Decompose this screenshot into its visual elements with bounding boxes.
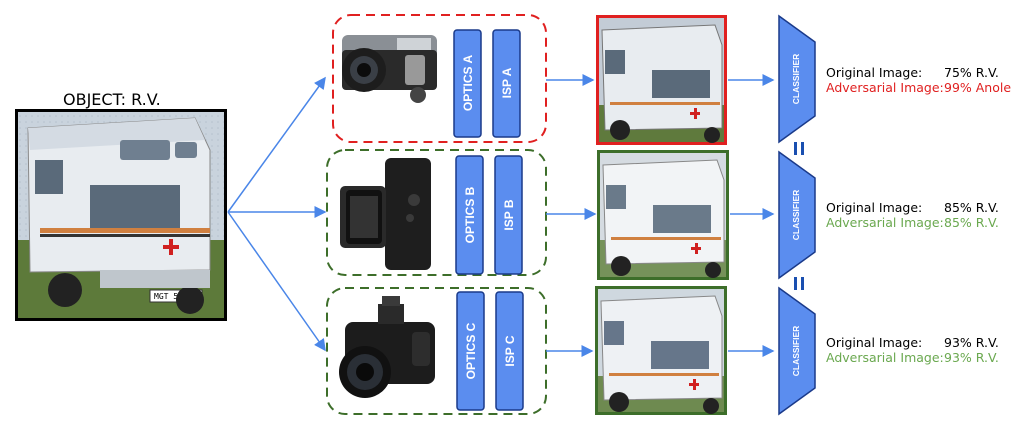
classifier-b-label: CLASSIFIER: [791, 190, 801, 241]
isp-a-label: ISP A: [500, 67, 514, 98]
optics-a-label: OPTICS A: [461, 55, 475, 112]
classifier-a: [778, 14, 816, 144]
result-b-adversarial-label: Adversarial Image:: [826, 215, 944, 230]
classifier-c-label: CLASSIFIER: [791, 326, 801, 377]
rangefinder-camera-icon: [342, 35, 437, 103]
mirrorless-camera-icon: [340, 158, 431, 270]
object-title: OBJECT: R.V.: [63, 90, 161, 109]
camera-box-a: [332, 14, 547, 143]
pipeline-a: OPTICS A ISP A CLASSIFIER: [332, 14, 816, 145]
isp-c-module: [495, 291, 524, 411]
output-image-b: [597, 150, 729, 280]
isp-a-module: [492, 29, 521, 138]
optics-a-module: [453, 29, 482, 138]
isp-c-label: ISP C: [503, 335, 517, 366]
optics-c-label: OPTICS C: [464, 322, 478, 379]
result-c-adversarial-value: 93% R.V.: [944, 350, 999, 365]
camera-box-b: [326, 149, 547, 276]
result-a-adversarial-value: 99% Anole: [944, 80, 1012, 95]
equals-sign-ab: [794, 142, 804, 155]
result-a-original-value: 75% R.V.: [944, 65, 999, 80]
source-rv-image: MGT 589P: [15, 109, 227, 321]
pipeline-c: OPTICS C ISP C CLASSIFIER: [326, 286, 816, 416]
result-a-adversarial-label: Adversarial Image:: [826, 80, 944, 95]
pipeline-b: OPTICS B ISP B CLASSIFIER: [326, 149, 816, 280]
result-b-original-label: Original Image:: [826, 200, 923, 215]
output-image-a: [596, 15, 727, 145]
classifier-c: [778, 286, 816, 416]
result-c-original-value: 93% R.V.: [944, 335, 999, 350]
optics-b-module: [455, 155, 484, 275]
result-c-original-label: Original Image:: [826, 335, 923, 350]
classifier-b: [778, 150, 816, 280]
optics-b-label: OPTICS B: [463, 186, 477, 243]
dslr-camera-icon: [339, 296, 435, 398]
fanout-arrows: [227, 76, 327, 352]
output-image-c: [595, 286, 727, 415]
isp-b-module: [494, 155, 523, 275]
svg-text:MGT 589P: MGT 589P: [154, 292, 193, 301]
result-a-original-label: Original Image:: [826, 65, 923, 80]
equals-sign-bc: [794, 277, 804, 290]
result-b-original-value: 85% R.V.: [944, 200, 999, 215]
isp-b-label: ISP B: [502, 199, 516, 230]
result-b-adversarial-value: 85% R.V.: [944, 215, 999, 230]
optics-c-module: [456, 291, 485, 411]
result-c-adversarial-label: Adversarial Image:: [826, 350, 944, 365]
classifier-a-label: CLASSIFIER: [791, 54, 801, 105]
